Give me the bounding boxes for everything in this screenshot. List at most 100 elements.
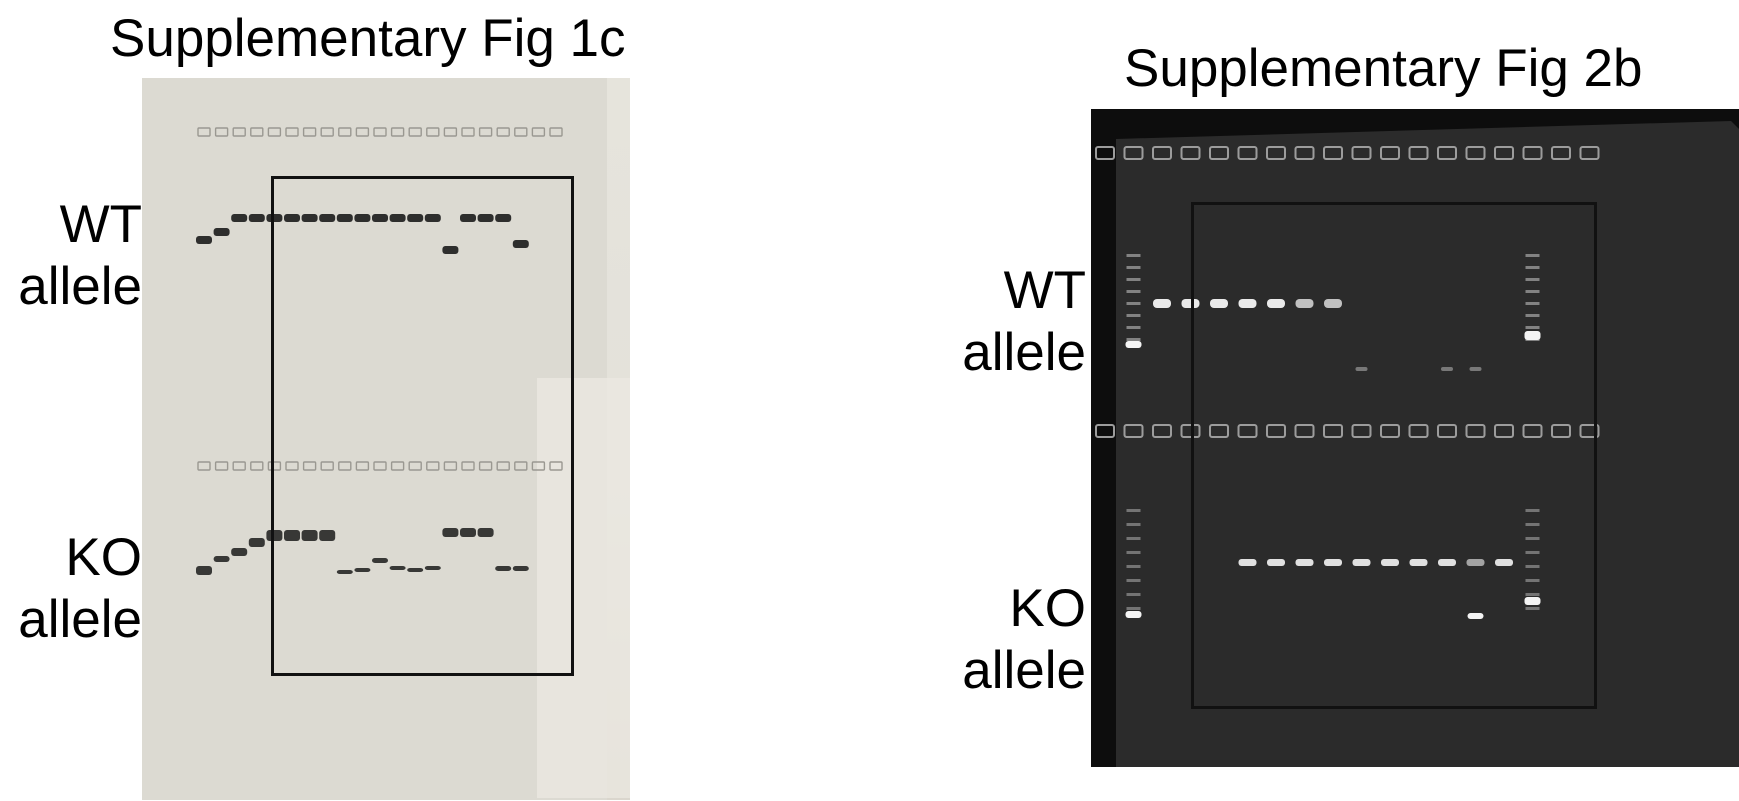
right-ladder-band [1126,593,1141,596]
left-well [426,127,440,137]
left-well [478,461,493,471]
left-wt-label-line1: WT [59,195,142,254]
right-wt-allele-label: WT allele [900,260,1086,384]
right-ladder-band [1126,338,1141,341]
right-well [1380,424,1400,438]
right-well [1522,424,1543,438]
left-ko-band [248,538,265,547]
left-well [267,461,282,471]
left-ko-label-line1: KO [65,528,142,587]
left-well [320,127,334,137]
left-ko-band [389,566,406,570]
right-ladder-band [1126,254,1141,257]
left-wt-band [372,214,388,222]
left-wt-band [477,214,494,222]
right-ladder-band [1126,302,1141,305]
left-ko-band [477,528,494,537]
left-wt-label-line2: allele [18,257,142,316]
right-ladder-band [1525,254,1540,257]
left-well [461,127,475,137]
left-wt-band [231,214,248,222]
left-well [302,461,317,471]
right-ladder-band [1126,326,1141,329]
left-well [267,127,282,137]
right-well [1551,424,1571,438]
right-well [1437,424,1457,438]
left-ko-band [284,530,300,541]
right-wt-band [1324,299,1342,308]
right-ko-band [1438,559,1456,566]
right-ko-band [1267,559,1285,566]
left-well [496,127,510,137]
right-ladder-band [1525,290,1540,293]
left-ko-band [213,556,230,562]
right-well [1579,146,1600,160]
left-well [232,127,246,137]
left-wt-band [319,214,336,222]
left-wt-band [213,228,230,236]
left-well [373,127,387,137]
left-well [285,127,299,137]
right-highlight-box [1191,202,1597,709]
right-well [1494,424,1514,438]
left-ko-band [460,528,476,537]
right-gel-surface [1116,121,1739,767]
left-ko-band [512,566,529,571]
right-ladder-band [1525,579,1540,582]
left-bands [196,214,529,575]
right-ladder-band [1126,290,1141,293]
left-gel-image [142,78,630,800]
right-bands [1125,254,1541,619]
right-wt-band [1238,299,1257,308]
right-well [1408,146,1429,160]
right-ladder-band [1524,597,1541,605]
right-well [1209,146,1229,160]
right-wt-band [1267,299,1285,308]
left-wt-band [442,246,459,254]
left-well [514,461,528,471]
right-well [1323,146,1343,160]
right-well [1351,146,1372,160]
right-wt-band [1295,299,1314,308]
left-wt-band [389,214,406,222]
left-well [443,461,458,471]
right-ladder-band [1525,266,1540,269]
left-highlight-box [271,176,574,676]
left-ko-band [319,530,336,541]
right-figure-title: Supplementary Fig 2b [1124,39,1643,98]
left-ko-band [231,548,248,556]
left-well [390,127,405,137]
right-well [1465,146,1486,160]
right-ladder-band [1125,341,1142,348]
right-ko-band [1467,613,1484,619]
left-well [549,461,563,471]
left-wt-band [301,214,318,222]
right-ladder-band [1525,565,1540,568]
right-ko-band [1238,559,1257,566]
right-well [1551,146,1571,160]
right-ladder-band [1525,509,1540,512]
left-well [514,127,528,137]
left-well [426,461,440,471]
right-wells [1095,146,1600,438]
right-ladder-band [1126,509,1141,512]
right-ko-band [1324,559,1342,566]
left-well [320,461,334,471]
right-ladder-band [1126,565,1141,568]
right-ko-allele-label: KO allele [900,578,1086,702]
left-ko-band [266,530,283,541]
right-ko-band [1495,559,1513,566]
left-wt-band [424,214,441,222]
right-ladder-band [1126,537,1141,540]
right-well [1209,424,1229,438]
right-ladder-band [1126,579,1141,582]
left-gel-surface [142,78,607,800]
right-well [1323,424,1343,438]
left-gel-photo [142,78,630,800]
left-ko-band [407,568,424,572]
left-gel-right-glare [537,378,630,798]
left-well [408,127,422,137]
left-ko-band [301,530,318,541]
right-ko-band [1352,559,1371,566]
left-wt-band [407,214,424,222]
